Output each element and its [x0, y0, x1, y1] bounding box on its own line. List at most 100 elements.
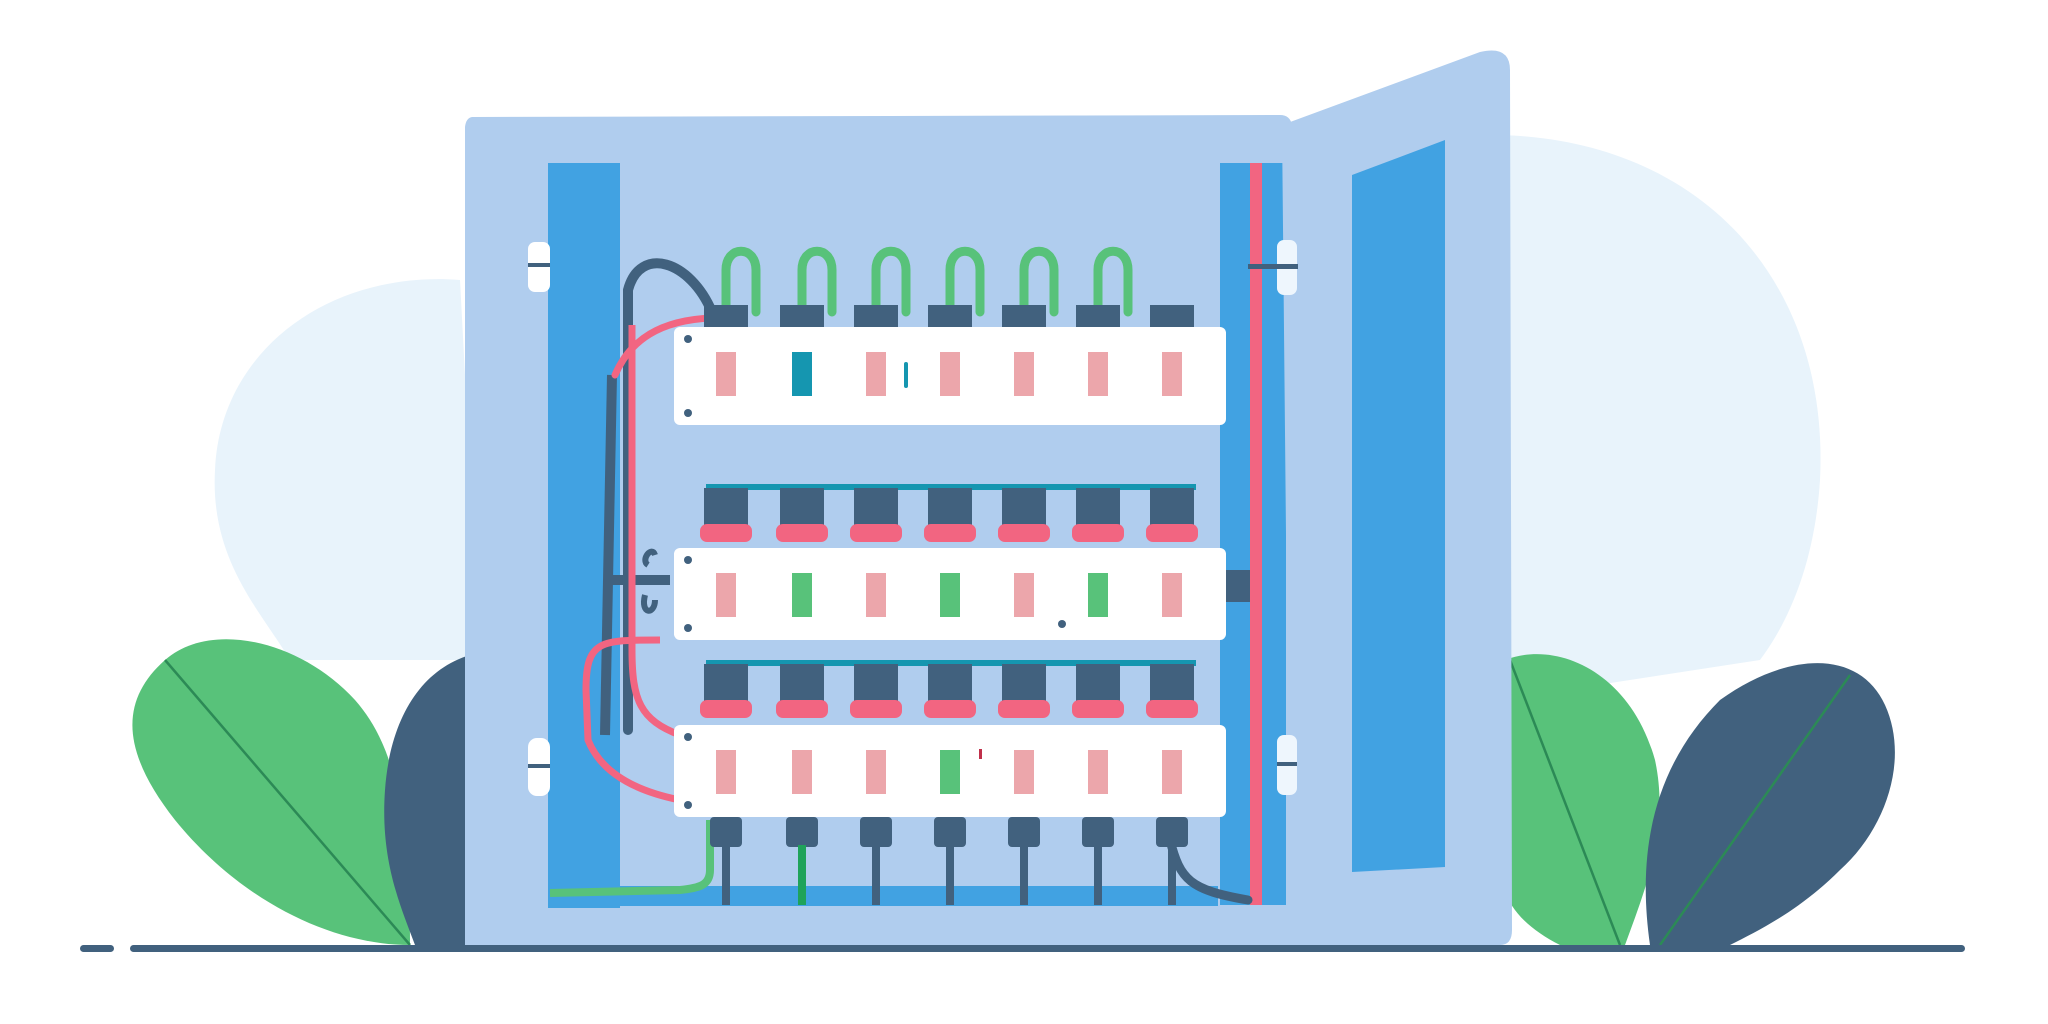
breaker-indicator: [866, 352, 886, 396]
breaker-block: [1150, 305, 1194, 327]
breaker-indicator: [1014, 352, 1034, 396]
breaker-indicator: [940, 750, 960, 794]
outgoing-wire: [798, 845, 806, 905]
bus-bar: [706, 660, 1196, 666]
breaker-indicator: [792, 750, 812, 794]
panel-door: [1282, 50, 1512, 945]
hinge-icon: [1277, 735, 1297, 795]
breaker-indicator: [1088, 352, 1108, 396]
leaf-icon: [1645, 663, 1895, 946]
breaker-assembly: [674, 246, 1250, 905]
breaker-clamp: [700, 700, 752, 718]
screw-icon: [684, 335, 692, 343]
breaker-clamp: [850, 524, 902, 542]
indicator-mark: [904, 362, 908, 388]
wire-loop: [871, 246, 911, 317]
screw-icon: [684, 733, 692, 741]
breaker-clamp: [850, 700, 902, 718]
terminal-block: [1156, 817, 1188, 847]
breaker-block: [704, 305, 748, 327]
wire-loop: [945, 246, 985, 317]
breaker-indicator: [1162, 573, 1182, 617]
breaker-indicator: [1088, 573, 1108, 617]
breaker-block: [1076, 305, 1120, 327]
outgoing-wire: [872, 845, 880, 905]
breaker-clamp: [776, 524, 828, 542]
leaf-icon: [132, 639, 411, 946]
breaker-indicator: [716, 573, 736, 617]
breaker-clamp: [776, 700, 828, 718]
hinge-icon: [1248, 240, 1298, 295]
wire-loop: [1093, 246, 1133, 317]
outgoing-wire: [1094, 845, 1102, 905]
breaker-indicator: [940, 573, 960, 617]
outgoing-wire: [1020, 845, 1028, 905]
screw-icon: [684, 801, 692, 809]
wire-loop: [797, 246, 837, 317]
terminal-block: [860, 817, 892, 847]
breaker-indicator: [940, 352, 960, 396]
breaker-indicator: [1014, 750, 1034, 794]
ground-line: [80, 945, 1965, 952]
breaker-indicator: [1162, 750, 1182, 794]
breaker-block: [1076, 488, 1120, 530]
hinge-icon: [528, 242, 550, 292]
screw-icon: [684, 409, 692, 417]
breaker-indicator: [716, 352, 736, 396]
breaker-block: [928, 488, 972, 530]
breaker-block: [1076, 664, 1120, 706]
side-connector: [1226, 570, 1250, 602]
leaf-icon: [1505, 654, 1660, 946]
screw-icon: [1058, 620, 1066, 628]
breaker-block: [780, 305, 824, 327]
indicator-mark: [979, 749, 982, 759]
breaker-indicator: [1088, 750, 1108, 794]
terminal-block: [786, 817, 818, 847]
outgoing-wire: [946, 845, 954, 905]
leaf-icon: [384, 655, 470, 945]
breaker-block: [1002, 488, 1046, 530]
breaker-indicator: [792, 573, 812, 617]
breaker-block: [1002, 664, 1046, 706]
bus-bar: [706, 484, 1196, 490]
breaker-indicator: [866, 573, 886, 617]
breaker-clamp: [924, 524, 976, 542]
hinge-icon: [528, 738, 550, 796]
breaker-block: [928, 305, 972, 327]
wire-loop: [721, 246, 761, 317]
breaker-block: [704, 664, 748, 706]
outgoing-wire: [1168, 845, 1176, 905]
right-rail: [1220, 163, 1286, 905]
breaker-clamp: [1072, 524, 1124, 542]
breaker-block: [1150, 488, 1194, 530]
terminal-block: [934, 817, 966, 847]
breaker-clamp: [998, 700, 1050, 718]
breaker-block: [854, 488, 898, 530]
breaker-indicator: [866, 750, 886, 794]
breaker-block: [780, 488, 824, 530]
breaker-clamp: [1146, 524, 1198, 542]
breaker-block: [1002, 305, 1046, 327]
breaker-block: [928, 664, 972, 706]
breaker-indicator: [792, 352, 812, 396]
breaker-clamp: [1146, 700, 1198, 718]
terminal-block: [1008, 817, 1040, 847]
breaker-clamp: [998, 524, 1050, 542]
outgoing-wire: [722, 845, 730, 905]
background-blob: [214, 135, 1821, 700]
screw-icon: [684, 556, 692, 564]
breaker-block: [780, 664, 824, 706]
breaker-clamp: [924, 700, 976, 718]
breaker-clamp: [700, 524, 752, 542]
breaker-indicator: [716, 750, 736, 794]
breaker-block: [854, 664, 898, 706]
terminal-block: [1082, 817, 1114, 847]
screw-icon: [684, 624, 692, 632]
wire-loop: [1019, 246, 1059, 317]
breaker-block: [854, 305, 898, 327]
breaker-block: [704, 488, 748, 530]
breaker-clamp: [1072, 700, 1124, 718]
breaker-indicator: [1014, 573, 1034, 617]
